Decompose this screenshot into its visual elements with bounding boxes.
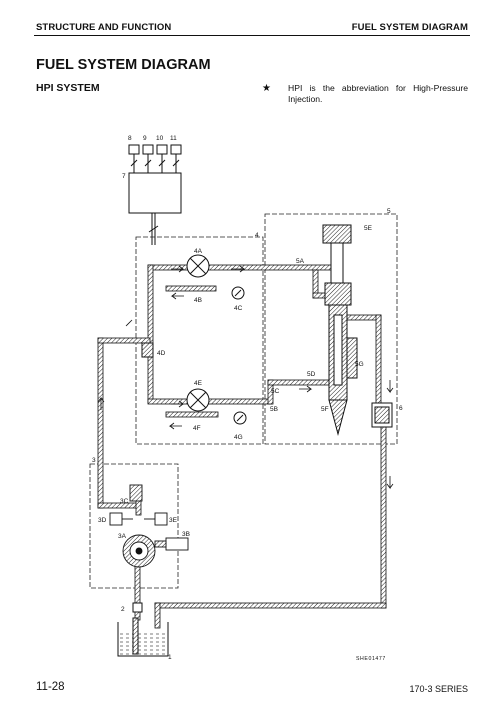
section-header: STRUCTURE AND FUNCTION [36,22,172,33]
label-3d: 3D [98,517,107,524]
fuel-pump-assembly [109,484,189,568]
fuel-lines [97,264,387,629]
label-9: 9 [143,135,147,142]
strainer-2 [132,602,143,613]
fuel-line-left [147,264,154,404]
fuel-tank [117,602,169,657]
label-1: 1 [168,654,172,661]
label-5g: 5G [355,361,364,368]
page-header-topic: FUEL SYSTEM DIAGRAM [351,22,468,33]
label-3e: 3E [169,517,178,524]
component-labels: 8 9 10 11 7 4 5 5E 4A 5A 4B 4C 4D 5G 5D … [92,135,403,662]
connector-10 [156,144,168,155]
header-rule [34,35,470,36]
supply-line-top [97,337,151,344]
controller-unit [128,144,182,245]
label-5b: 5B [270,406,278,413]
label-4g: 4G [234,434,243,441]
note-star-icon: ★ [262,83,271,94]
label-4c: 4C [234,305,243,312]
label-3b: 3B [182,531,190,538]
label-2: 2 [121,606,125,613]
label-7: 7 [122,173,126,180]
valve-4d [141,342,154,358]
note-text: HPI is the abbreviation for High-Pressur… [288,83,468,104]
label-5a: 5A [296,258,305,265]
injector-nozzle [328,399,348,436]
connector-8 [128,144,140,155]
flow-arrows [97,265,394,490]
fuel-line-5d [267,379,331,386]
series-label: 170-3 SERIES [409,684,468,694]
tank-outline [117,622,169,657]
controller-box [128,172,182,214]
spill-line-to-filter [375,314,382,406]
label-4e: 4E [194,380,203,387]
drawing-code: SHE01477 [356,656,386,662]
label-4f: 4F [193,425,201,432]
valve-3c [129,484,143,502]
injector-assembly [322,224,358,436]
fuel-line-lower [147,398,273,405]
label-3a: 3A [118,533,127,540]
injector-cam-5e [322,224,352,244]
supply-line-vertical [97,337,104,509]
label-3c: 3C [120,498,129,505]
label-5d: 5D [307,371,316,378]
supply-line-pump [97,502,139,509]
connector-11 [170,144,182,155]
connector-9 [142,144,154,155]
label-5e: 5E [364,225,373,232]
fuel-line-4f [165,411,219,418]
section-subtitle: HPI SYSTEM [36,82,100,94]
label-4b: 4B [194,297,202,304]
return-line-tank [154,602,161,629]
label-4: 4 [255,232,259,239]
label-10: 10 [156,135,164,142]
boundary-5 [264,213,398,445]
label-3: 3 [92,457,96,464]
return-filter [371,402,393,428]
injector-check-5g [346,337,358,379]
page-title: FUEL SYSTEM DIAGRAM [36,57,211,73]
page-number: 11-28 [36,681,65,693]
return-line-vertical [380,424,387,609]
label-5: 5 [387,208,391,215]
label-5c: 5C [271,388,280,395]
label-4d: 4D [157,350,166,357]
boundary-3 [89,463,179,589]
label-5f: 5F [321,406,329,413]
return-line-bottom [154,602,387,609]
label-6: 6 [399,405,403,412]
priming-pump-3b [165,537,189,551]
label-4a: 4A [194,248,203,255]
label-8: 8 [128,135,132,142]
sensor-3e [154,512,168,526]
common-rail-components [141,254,247,425]
sensor-3d [109,512,123,526]
label-11: 11 [170,135,177,142]
fuel-line-4b [165,285,217,292]
